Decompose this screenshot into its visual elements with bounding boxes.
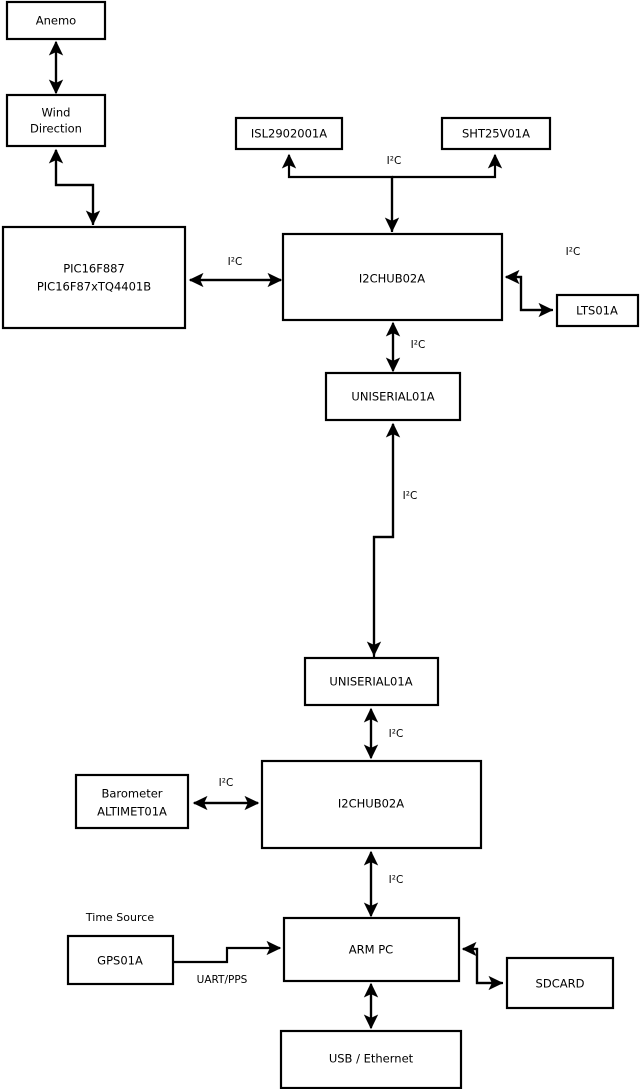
arrow-head-hub <box>504 269 553 312</box>
edge-label-pic-hub: I²C <box>228 256 243 268</box>
node-label-i2chub02a-bottom: I2CHUB02A <box>338 797 404 811</box>
label-time-source: Time Source <box>85 911 154 924</box>
connector-hubbottom-armpc: I²C <box>363 850 404 918</box>
edge-label-hub-armpc: I²C <box>389 874 404 886</box>
node-label-lts01a: LTS01A <box>576 304 618 318</box>
node-label-pic-line1: PIC16F887 <box>63 262 125 276</box>
node-sdcard[interactable]: SDCARD <box>505 956 615 1010</box>
connector-uniserial-hubbottom: I²C <box>363 707 404 760</box>
node-uniserial01a-lower[interactable]: UNISERIAL01A <box>303 656 440 707</box>
edge-label-hub-lts: I²C <box>566 246 581 258</box>
node-anemo[interactable]: Anemo <box>5 0 107 41</box>
node-gps01a[interactable]: GPS01A <box>66 934 175 986</box>
arrow-head-armpc <box>173 940 282 964</box>
node-label-i2chub02a-top: I2CHUB02A <box>359 272 425 286</box>
node-label-usb-ethernet: USB / Ethernet <box>329 1052 414 1066</box>
node-wind-direction[interactable]: Wind Direction <box>5 93 107 148</box>
edge-label-uniserial-hub: I²C <box>389 728 404 740</box>
arrow-head-lts <box>506 275 554 318</box>
arrow-head-sht <box>392 153 503 179</box>
edge-label-gps-armpc: UART/PPS <box>197 974 248 986</box>
node-label-sht25v01a: SHT25V01A <box>462 127 530 141</box>
node-i2chub02a-top[interactable]: I2CHUB02A <box>281 232 504 322</box>
node-sht25v01a[interactable]: SHT25V01A <box>440 116 552 151</box>
node-label-uniserial01a-lower: UNISERIAL01A <box>329 675 412 689</box>
node-label-anemo: Anemo <box>36 14 76 28</box>
node-label-pic-line2: PIC16F87xTQ4401B <box>37 280 151 294</box>
node-lts01a[interactable]: LTS01A <box>555 293 640 328</box>
arrow-head-down <box>54 150 101 226</box>
connector-wind-pic <box>48 148 101 226</box>
connector-uniserial-link: I²C <box>366 422 418 660</box>
arrow-head-armpc <box>461 941 503 985</box>
edge-label-hub-sensors: I²C <box>387 155 402 167</box>
node-pic-microcontroller[interactable]: PIC16F887 PIC16F87xTQ4401B <box>1 225 187 330</box>
node-barometer[interactable]: Barometer ALTIMET01A <box>74 773 190 830</box>
connector-hubtop-lts: I²C <box>504 246 581 318</box>
node-label-arm-pc: ARM PC <box>349 943 393 957</box>
arrow-head-up <box>48 148 95 225</box>
edge-label-barometer-hub: I²C <box>219 777 234 789</box>
arrow-head-isl <box>281 153 394 232</box>
connector-gps-armpc: UART/PPS <box>173 940 282 986</box>
node-label-gps01a: GPS01A <box>97 954 143 968</box>
node-uniserial01a-upper[interactable]: UNISERIAL01A <box>324 371 462 422</box>
arrow-head-down <box>366 424 395 657</box>
connector-pic-hubtop: I²C <box>188 256 283 288</box>
node-usb-ethernet[interactable]: USB / Ethernet <box>279 1029 463 1089</box>
connector-hubtop-uniserial: I²C <box>385 321 426 373</box>
node-label-sdcard: SDCARD <box>536 977 585 991</box>
node-label-wind-direction-line1: Wind <box>42 106 71 120</box>
connector-barometer-hubbottom: I²C <box>192 777 260 811</box>
node-label-isl2902001a: ISL2902001A <box>251 127 327 141</box>
node-arm-pc[interactable]: ARM PC <box>282 916 461 983</box>
arrow-head-sdcard <box>463 947 504 991</box>
edge-label-hub-uniserial: I²C <box>411 339 426 351</box>
node-isl2902001a[interactable]: ISL2902001A <box>234 116 344 151</box>
node-i2chub02a-bottom[interactable]: I2CHUB02A <box>260 759 483 850</box>
node-label-wind-direction-line2: Direction <box>30 122 82 136</box>
node-label-barometer-line2: ALTIMET01A <box>97 805 167 819</box>
arrow-head-up <box>372 422 401 660</box>
connector-armpc-sdcard <box>461 941 504 991</box>
node-label-barometer-line1: Barometer <box>101 787 162 801</box>
edge-label-uniserial-link: I²C <box>403 490 418 502</box>
node-label-uniserial01a-upper: UNISERIAL01A <box>351 390 434 404</box>
connector-hubtop-sensors: I²C <box>281 153 503 233</box>
